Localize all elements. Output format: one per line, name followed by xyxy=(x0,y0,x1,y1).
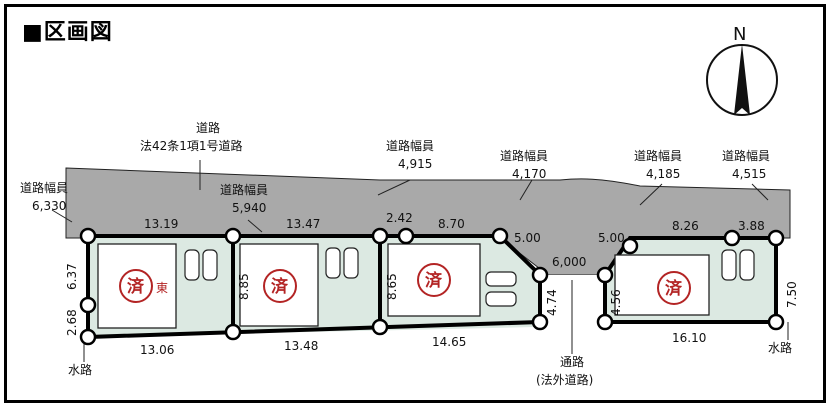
dim-bottom-2: 13.48 xyxy=(284,339,318,353)
dim-bottom-3: 14.65 xyxy=(432,335,466,349)
passage-type: (法外道路) xyxy=(536,372,593,387)
dim-top-6: 6,000 xyxy=(552,255,586,269)
parking-marks xyxy=(184,247,755,307)
road-width-label-5: 道路幅員 xyxy=(634,148,682,163)
dim-side-5: 4.74 xyxy=(545,289,559,316)
sold-stamp-2: 済 xyxy=(263,269,297,303)
passage-label: 通路 xyxy=(560,354,584,369)
leader-lines xyxy=(51,160,789,362)
dim-top-8: 8.26 xyxy=(672,219,699,233)
dim-top-2: 13.47 xyxy=(286,217,320,231)
road-width-label-6: 道路幅員 xyxy=(722,148,770,163)
road-width-label-1: 道路幅員 xyxy=(20,180,68,195)
dim-top-9: 3.88 xyxy=(738,219,765,233)
dim-side-4: 8.65 xyxy=(385,273,399,300)
dim-top-1: 13.19 xyxy=(144,217,178,231)
svg-text:済: 済 xyxy=(271,276,289,297)
svg-text:済: 済 xyxy=(425,270,443,291)
svg-text:済: 済 xyxy=(665,278,683,299)
sold-stamp-3: 済 xyxy=(417,263,451,297)
dim-side-3: 8.85 xyxy=(237,273,251,300)
compass-arrow-icon xyxy=(734,44,750,115)
dim-top-5: 5.00 xyxy=(514,231,541,245)
road-width-value-6: 4,515 xyxy=(732,167,766,181)
waterway-label-right: 水路 xyxy=(768,340,792,355)
dim-bottom-1: 13.06 xyxy=(140,343,174,357)
waterway-label-left: 水路 xyxy=(68,362,92,377)
house-outlines xyxy=(97,243,710,329)
sold-stamp-1: 済 東 xyxy=(119,269,168,303)
dim-top-7: 5.00 xyxy=(598,231,625,245)
dim-side-2: 2.68 xyxy=(65,309,79,336)
road-width-value-3: 4,915 xyxy=(398,157,432,171)
road-main-type: 法42条1項1号道路 xyxy=(140,138,243,153)
road-width-value-4: 4,170 xyxy=(512,167,546,181)
dim-side-1: 6.37 xyxy=(65,263,79,290)
stamp-suffix: 東 xyxy=(156,281,168,295)
dim-top-4: 8.70 xyxy=(438,217,465,231)
sold-stamp-4: 済 xyxy=(657,271,691,305)
road-width-label-4: 道路幅員 xyxy=(500,148,548,163)
dim-top-3: 2.42 xyxy=(386,211,413,225)
road-width-label-3: 道路幅員 xyxy=(386,138,434,153)
dim-side-7: 7.50 xyxy=(785,281,799,308)
compass-north: N xyxy=(733,24,746,45)
dim-side-6: 4.56 xyxy=(609,289,623,316)
dim-bottom-4: 16.10 xyxy=(672,331,706,345)
boundary-markers xyxy=(79,227,785,346)
road-main-label: 道路 xyxy=(196,120,220,135)
page-title: ■区画図 xyxy=(22,20,113,45)
road-width-value-2: 5,940 xyxy=(232,201,266,215)
road-width-value-1: 6,330 xyxy=(32,199,66,213)
svg-text:済: 済 xyxy=(127,276,145,297)
road-width-value-5: 4,185 xyxy=(646,167,680,181)
road-width-label-2: 道路幅員 xyxy=(220,182,268,197)
